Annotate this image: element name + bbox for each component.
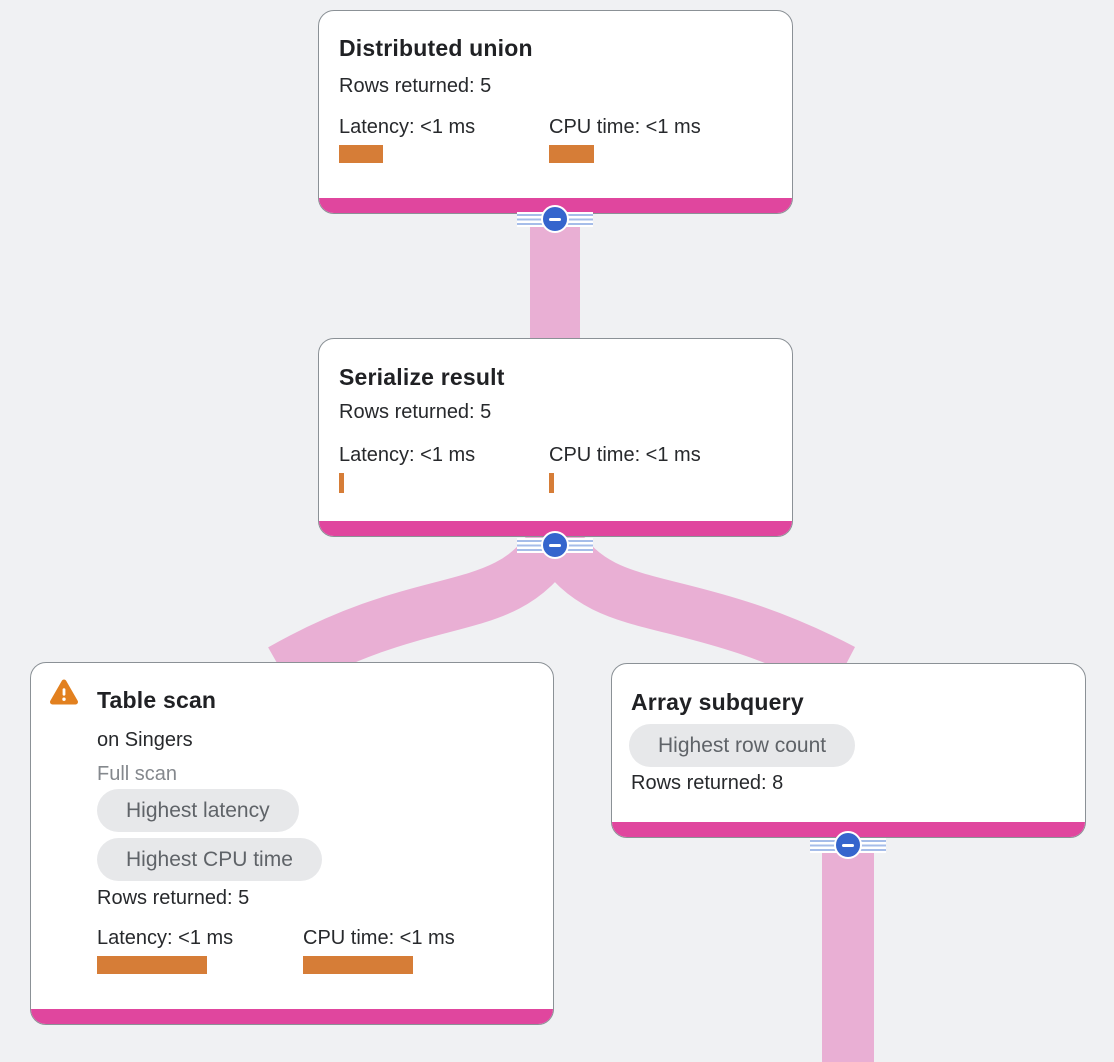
minus-glyph	[842, 843, 854, 847]
cpu-metric: CPU time: <1 ms	[303, 927, 455, 974]
cpu-bar	[549, 145, 594, 163]
rows-returned: Rows returned: 5	[339, 401, 492, 423]
cpu-label: CPU time: <1 ms	[549, 444, 701, 466]
latency-metric: Latency: <1 ms	[339, 444, 475, 493]
latency-label: Latency: <1 ms	[339, 116, 476, 138]
cpu-label: CPU time: <1 ms	[549, 116, 701, 138]
cpu-metric: CPU time: <1 ms	[549, 116, 701, 163]
minus-circle-icon[interactable]	[834, 831, 862, 859]
minus-circle-icon[interactable]	[541, 531, 569, 559]
warning-icon	[49, 678, 79, 711]
minus-glyph	[549, 543, 561, 547]
node-title: Distributed union	[339, 35, 533, 61]
cpu-bar	[303, 956, 413, 974]
edge-serialize-result-to-array-subquery	[532, 525, 856, 694]
plan-node-table-scan[interactable]: Table scan on Singers Full scan Highest …	[30, 662, 554, 1025]
rows-returned: Rows returned: 5	[97, 887, 250, 909]
node-accent-bar	[319, 521, 792, 536]
collapse-button-serialize-result[interactable]	[517, 530, 593, 560]
latency-bar	[339, 145, 383, 163]
full-scan-note: Full scan	[97, 763, 178, 785]
plan-node-array-subquery[interactable]: Array subquery Highest row count Rows re…	[611, 663, 1086, 838]
rows-returned: Rows returned: 5	[339, 75, 492, 97]
collapse-button-distributed-union[interactable]	[517, 204, 593, 234]
plan-node-serialize-result[interactable]: Serialize result Rows returned: 5 Latenc…	[318, 338, 793, 537]
minus-circle-icon[interactable]	[541, 205, 569, 233]
badge-highest-row-count: Highest row count	[629, 724, 856, 767]
cpu-label: CPU time: <1 ms	[303, 927, 455, 949]
node-subtitle: on Singers	[97, 729, 193, 751]
node-accent-bar	[31, 1009, 553, 1024]
badge-highest-latency: Highest latency	[97, 789, 299, 832]
node-accent-bar	[612, 822, 1085, 837]
rows-returned: Rows returned: 8	[631, 772, 784, 794]
node-title: Serialize result	[339, 364, 505, 390]
node-title: Array subquery	[631, 689, 804, 715]
collapse-button-array-subquery[interactable]	[810, 830, 886, 860]
latency-metric: Latency: <1 ms	[97, 927, 233, 974]
latency-bar	[97, 956, 207, 974]
cpu-metric: CPU time: <1 ms	[549, 444, 701, 493]
edge-array-subquery-to-child	[822, 832, 874, 1062]
latency-label: Latency: <1 ms	[97, 927, 234, 949]
latency-bar	[339, 473, 344, 493]
latency-metric: Latency: <1 ms	[339, 116, 475, 163]
cpu-bar	[549, 473, 554, 493]
edge-serialize-result-to-table-scan	[268, 525, 578, 693]
plan-node-distributed-union[interactable]: Distributed union Rows returned: 5 Laten…	[318, 10, 793, 214]
latency-label: Latency: <1 ms	[339, 444, 476, 466]
node-title: Table scan	[97, 687, 217, 713]
badge-highest-cpu-time: Highest CPU time	[97, 838, 322, 881]
minus-glyph	[549, 217, 561, 221]
